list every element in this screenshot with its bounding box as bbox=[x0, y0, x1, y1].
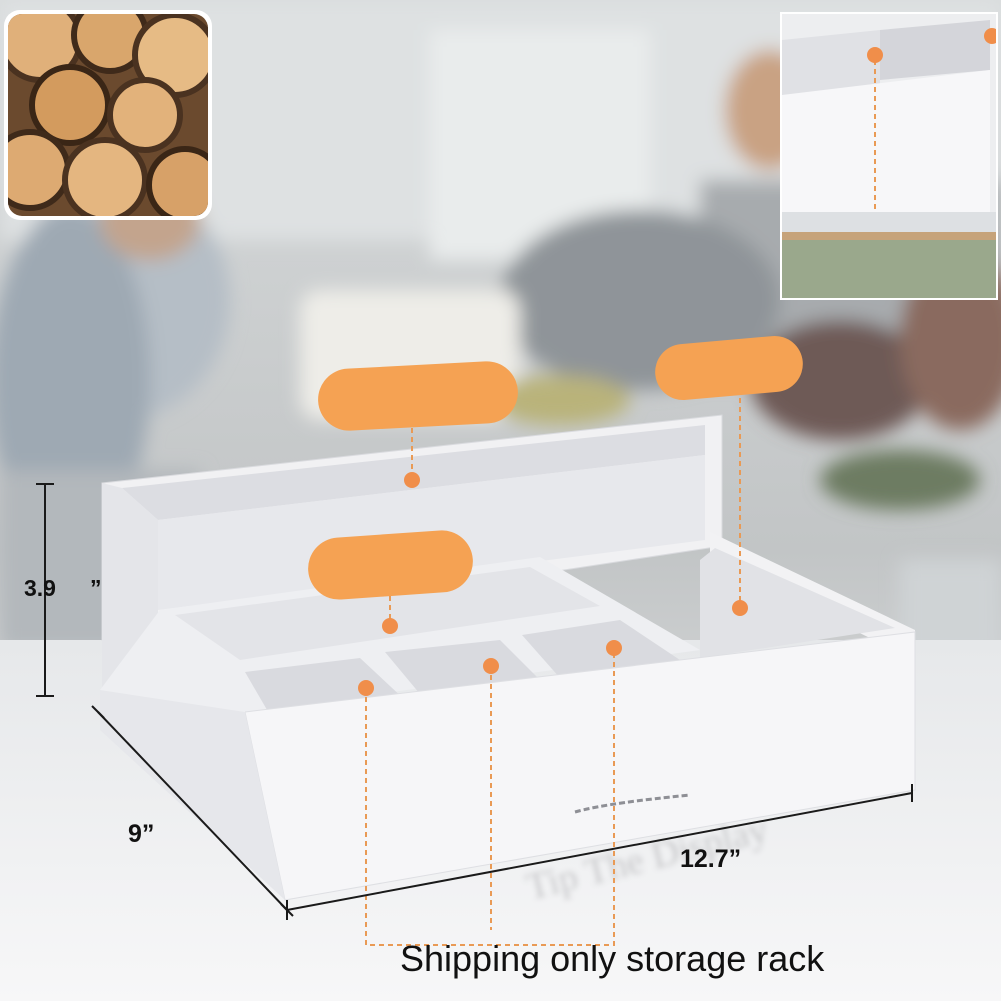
height-dimension-label: 3.9 bbox=[24, 575, 56, 601]
leader-dots bbox=[358, 472, 748, 696]
label-tags bbox=[308, 335, 803, 600]
label-tag bbox=[655, 335, 803, 401]
shipping-caption: Shipping only storage rack bbox=[400, 938, 825, 979]
width-dimension-label: 12.7” bbox=[680, 845, 742, 873]
label-tag bbox=[318, 361, 518, 431]
zoom-detail-inset bbox=[780, 12, 998, 300]
height-unit-mark: ” bbox=[90, 575, 102, 601]
label-tag bbox=[308, 530, 473, 600]
firewood-inset bbox=[4, 10, 212, 220]
storage-rack bbox=[100, 414, 916, 901]
leader-lines bbox=[365, 398, 741, 946]
depth-dimension-label: 9” bbox=[128, 820, 155, 848]
dimension-lines bbox=[36, 483, 913, 920]
